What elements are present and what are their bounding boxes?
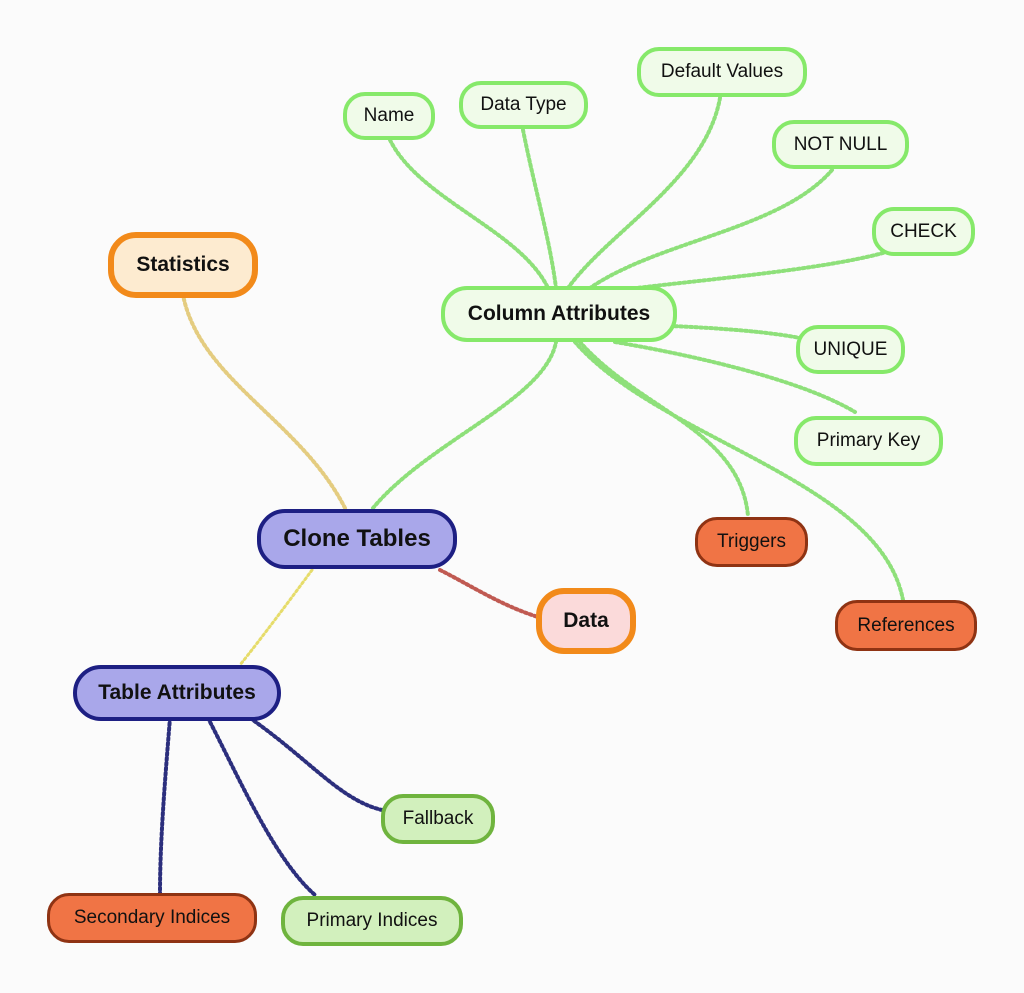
node-unique[interactable]: UNIQUE — [796, 325, 905, 374]
node-primary-key[interactable]: Primary Key — [794, 416, 943, 466]
link-table-secondary-indices — [158, 716, 172, 895]
link-column-default-values — [566, 96, 722, 290]
node-not-null[interactable]: NOT NULL — [772, 120, 909, 169]
node-label: Clone Tables — [283, 525, 431, 552]
link-root-column-attributes — [371, 340, 558, 510]
node-default-values[interactable]: Default Values — [637, 47, 807, 97]
node-label: Data — [563, 609, 609, 632]
node-label: Primary Indices — [306, 910, 438, 931]
node-check[interactable]: CHECK — [872, 207, 975, 256]
link-column-references — [573, 340, 905, 602]
node-triggers[interactable]: Triggers — [695, 517, 808, 567]
link-column-not-null — [588, 168, 834, 290]
node-data-type[interactable]: Data Type — [459, 81, 588, 129]
node-data[interactable]: Data — [536, 588, 636, 654]
node-label: Fallback — [402, 808, 474, 829]
node-label: CHECK — [890, 220, 957, 242]
link-column-name — [388, 138, 550, 290]
node-label: Table Attributes — [98, 681, 256, 704]
link-table-primary-indices — [206, 716, 317, 897]
link-column-check — [618, 251, 885, 292]
node-secondary-indices[interactable]: Secondary Indices — [47, 893, 257, 943]
node-statistics[interactable]: Statistics — [108, 232, 258, 298]
node-label: Triggers — [717, 531, 786, 552]
node-label: Name — [363, 105, 415, 126]
link-column-primary-key — [613, 340, 857, 414]
node-label: Secondary Indices — [73, 907, 231, 928]
link-column-unique — [668, 324, 802, 340]
node-label: Default Values — [660, 61, 784, 82]
node-clone-tables[interactable]: Clone Tables — [257, 509, 457, 569]
link-table-fallback — [248, 716, 384, 812]
node-label: Column Attributes — [467, 302, 651, 325]
node-references[interactable]: References — [835, 600, 977, 651]
node-label: Data Type — [480, 94, 567, 115]
node-name[interactable]: Name — [343, 92, 435, 140]
link-column-data-type — [521, 128, 558, 290]
node-label: References — [857, 614, 955, 636]
node-column-attributes[interactable]: Column Attributes — [441, 286, 677, 342]
link-root-table-attributes — [238, 568, 314, 667]
node-primary-indices[interactable]: Primary Indices — [281, 896, 463, 946]
node-label: NOT NULL — [793, 133, 888, 155]
link-root-statistics — [181, 293, 347, 510]
node-label: Primary Key — [816, 430, 921, 451]
node-label: UNIQUE — [813, 338, 888, 360]
node-fallback[interactable]: Fallback — [381, 794, 495, 844]
link-root-data — [438, 568, 540, 619]
node-label: Statistics — [136, 253, 230, 276]
node-table-attributes[interactable]: Table Attributes — [73, 665, 281, 721]
